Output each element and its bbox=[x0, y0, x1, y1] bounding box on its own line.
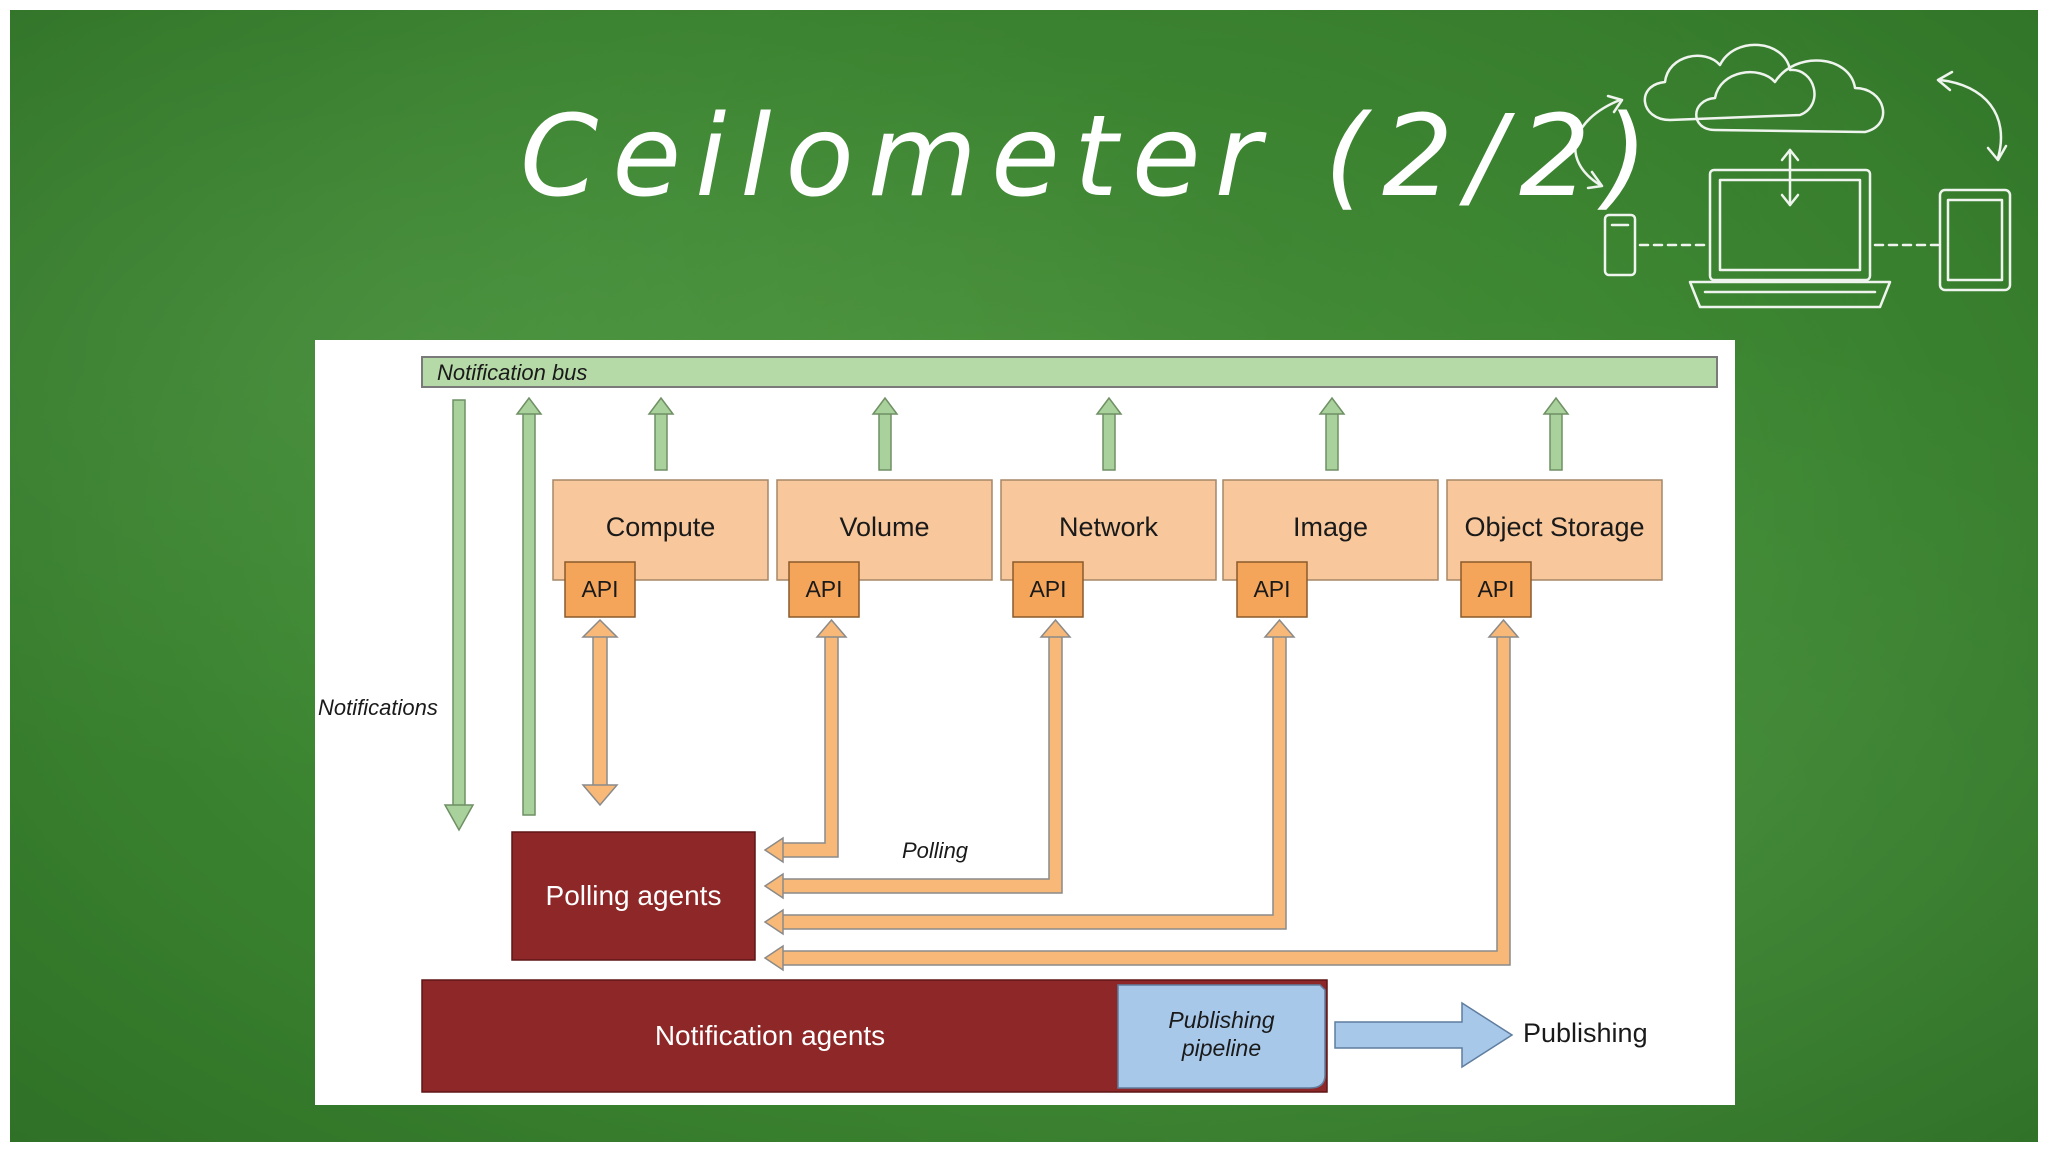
sync-arrow-icon bbox=[1938, 78, 2003, 160]
notification-bus-bar bbox=[421, 356, 1718, 388]
object-storage-bus-arrow bbox=[1542, 396, 1570, 471]
compute-polling-double-arrow bbox=[581, 618, 619, 807]
publishing-pipeline-label-line2: pipeline bbox=[1181, 1035, 1262, 1061]
compute-bus-arrow bbox=[647, 396, 675, 471]
sync-arrow-icon bbox=[1574, 98, 1622, 187]
tablet-icon bbox=[1938, 188, 2012, 292]
volume-bus-arrow bbox=[871, 396, 899, 471]
volume-polling-arrow bbox=[780, 634, 839, 858]
publishing-pipeline-box bbox=[1117, 984, 1326, 1089]
service-label-compute: Compute bbox=[605, 512, 716, 542]
polling-agents-box bbox=[511, 831, 756, 961]
publishing-label: Publishing bbox=[1523, 1018, 1648, 1048]
service-label-image: Image bbox=[1292, 512, 1369, 542]
laptop-icon bbox=[1708, 168, 1872, 282]
api-label-object-storage: API bbox=[1477, 576, 1515, 602]
api-label-volume: API bbox=[805, 576, 843, 602]
service-label-network: Network bbox=[1058, 512, 1159, 542]
notification-bus-label: Notification bus bbox=[437, 360, 588, 385]
phone-icon bbox=[1603, 213, 1637, 277]
api-label-image: API bbox=[1253, 576, 1291, 602]
api-box-network bbox=[1012, 561, 1084, 618]
cloud-icon bbox=[1695, 59, 1885, 134]
api-box-object-storage bbox=[1460, 561, 1532, 618]
api-box-volume bbox=[788, 561, 860, 618]
api-label-network: API bbox=[1029, 576, 1067, 602]
cloud-devices-illustration bbox=[1574, 43, 2012, 309]
polling-up-arrow bbox=[515, 396, 543, 816]
image-bus-arrow bbox=[1318, 396, 1346, 471]
diagram-graphics bbox=[421, 356, 1718, 1093]
architecture-diagram: Notification bus Notifications Polling C… bbox=[315, 340, 1735, 1105]
slide-title: Ceilometer (2/2) bbox=[520, 92, 1662, 222]
api-box-compute bbox=[564, 561, 636, 618]
notifications-down-arrow bbox=[443, 399, 475, 832]
notification-agents-label: Notification agents bbox=[654, 1020, 886, 1051]
api-label-compute: API bbox=[581, 576, 619, 602]
publishing-arrow bbox=[1334, 1001, 1514, 1069]
notifications-label: Notifications bbox=[318, 695, 438, 720]
polling-agents-label: Polling agents bbox=[545, 880, 722, 911]
network-bus-arrow bbox=[1095, 396, 1123, 471]
api-box-image bbox=[1236, 561, 1308, 618]
publishing-pipeline-label-line1: Publishing bbox=[1168, 1007, 1275, 1033]
service-label-object-storage: Object Storage bbox=[1464, 512, 1645, 542]
cloud-icon bbox=[1643, 43, 1816, 122]
service-label-volume: Volume bbox=[839, 512, 930, 542]
polling-label: Polling bbox=[902, 838, 969, 863]
